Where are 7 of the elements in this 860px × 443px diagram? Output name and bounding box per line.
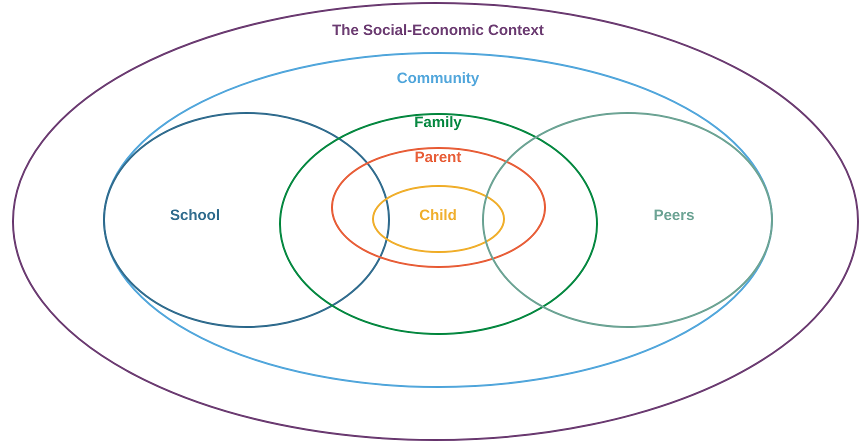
ring-label: The Social-Economic Context [332,22,544,40]
ring-label: Peers [654,207,694,225]
ring-label: Community [396,70,480,88]
ring-label: Child [419,207,457,225]
ring-label: School [170,207,220,225]
ring-label: Parent [414,149,462,167]
ring-label: Family [414,114,462,132]
